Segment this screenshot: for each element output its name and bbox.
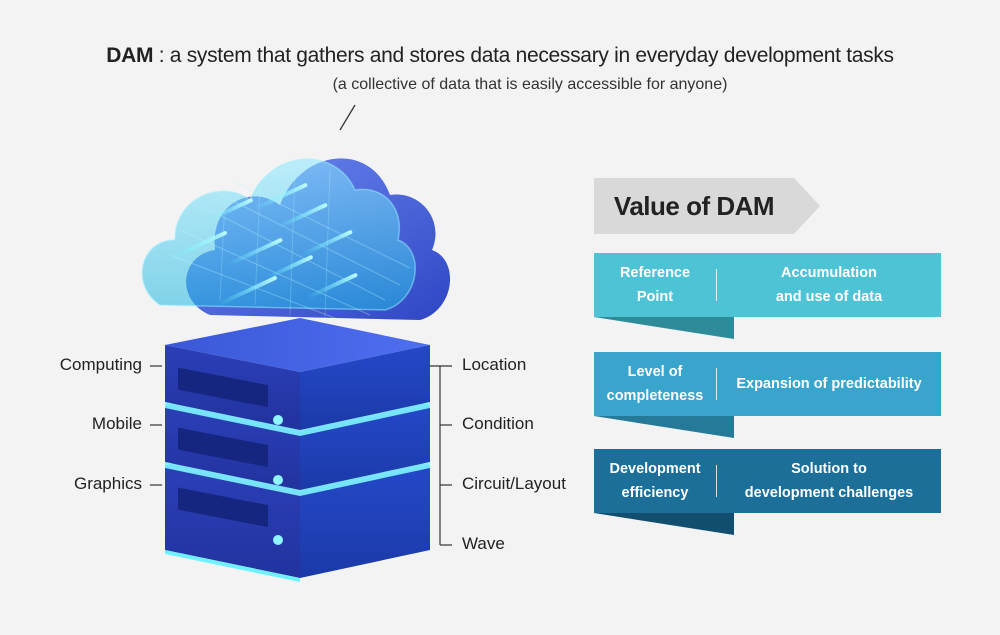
card-label: Development efficiency bbox=[609, 461, 701, 501]
label-computing: Computing bbox=[59, 355, 142, 374]
value-card-reference: Reference Point Accumulation and use of … bbox=[594, 253, 941, 339]
cloud-icon bbox=[141, 158, 451, 321]
card-description: Expansion of predictability bbox=[736, 376, 922, 392]
server-unit-1 bbox=[165, 318, 430, 436]
card-description: Solution to development challenges bbox=[744, 461, 914, 501]
label-location: Location bbox=[462, 355, 527, 374]
label-circuit-layout: Circuit/Layout bbox=[462, 474, 566, 493]
card-description: Accumulation and use of data bbox=[775, 265, 883, 305]
page-subtitle: (a collective of data that is easily acc… bbox=[332, 76, 728, 93]
arrow-tag-icon bbox=[594, 178, 820, 234]
value-card-completeness: Level of completeness Expansion of predi… bbox=[594, 352, 941, 438]
title-acronym: DAM bbox=[106, 44, 154, 67]
label-graphics: Graphics bbox=[73, 474, 142, 493]
server-stack bbox=[165, 318, 430, 582]
value-of-dam-heading: Value of DAM bbox=[594, 178, 820, 234]
data-beams bbox=[167, 183, 358, 306]
label-condition: Condition bbox=[462, 414, 534, 433]
value-title: Value of DAM bbox=[613, 191, 775, 221]
title-description: : a system that gathers and stores data … bbox=[153, 44, 894, 67]
card-label: Level of completeness bbox=[606, 364, 704, 404]
pointer-line bbox=[339, 104, 356, 131]
page-title: DAM : a system that gathers and stores d… bbox=[0, 44, 1000, 68]
label-wave: Wave bbox=[462, 534, 505, 553]
label-mobile: Mobile bbox=[91, 414, 142, 433]
card-label: Reference Point bbox=[619, 265, 691, 305]
value-card-efficiency: Development efficiency Solution to devel… bbox=[594, 449, 941, 535]
